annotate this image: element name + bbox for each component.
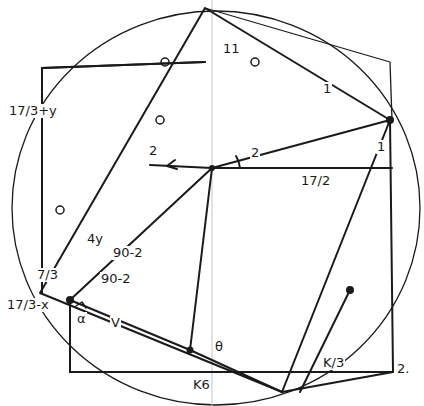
angle-mark xyxy=(236,156,240,168)
handwritten-label: θ xyxy=(214,340,224,354)
handwritten-label: 4y xyxy=(86,232,104,246)
right-angle-mark xyxy=(76,302,86,308)
fold-line xyxy=(212,0,213,406)
tick-mark xyxy=(56,206,64,214)
handwritten-label: 1 xyxy=(322,82,332,96)
point xyxy=(66,296,74,304)
handwritten-label: 17/2 xyxy=(300,174,331,188)
tick-mark xyxy=(161,58,169,66)
bottom-line xyxy=(70,371,393,373)
horizontal-line xyxy=(150,165,212,168)
handwritten-label: 17/3-x xyxy=(6,298,50,312)
diagonal-line xyxy=(212,120,390,168)
angle-mark xyxy=(167,160,177,169)
handwritten-label: K/3 xyxy=(322,356,345,370)
outer-rect-right xyxy=(282,120,393,392)
top-line xyxy=(42,62,205,68)
handwritten-label: 2 xyxy=(148,144,158,158)
tilted-square xyxy=(40,8,390,392)
outer-rect-left xyxy=(42,62,205,293)
handwritten-label: α xyxy=(76,312,87,326)
handwritten-label: 17/3+y xyxy=(8,104,58,118)
inner-line xyxy=(300,290,350,392)
diagonal-line xyxy=(70,168,212,300)
inner-square-edge xyxy=(190,350,282,392)
handwritten-label: 1 xyxy=(376,140,386,154)
tick-mark xyxy=(251,58,259,66)
outer-rect-top xyxy=(205,8,392,120)
handwritten-label: V xyxy=(110,316,121,330)
handwritten-label: 2 xyxy=(250,146,260,160)
tick-mark xyxy=(156,116,164,124)
handwritten-label: 7/3 xyxy=(36,268,59,282)
handwritten-label: 90-2 xyxy=(112,246,144,260)
diagonal-line xyxy=(190,168,212,350)
handwritten-label: 90-2 xyxy=(100,272,132,286)
outer-circle xyxy=(12,11,420,405)
handwritten-label: 11 xyxy=(222,42,241,56)
point xyxy=(346,286,354,294)
point xyxy=(209,165,215,171)
point xyxy=(386,116,394,124)
point xyxy=(187,347,194,354)
inner-square-edge xyxy=(70,300,190,350)
handwritten-label: 2. xyxy=(396,362,410,376)
inner-line xyxy=(69,300,71,372)
handwritten-label: K6 xyxy=(192,378,211,392)
